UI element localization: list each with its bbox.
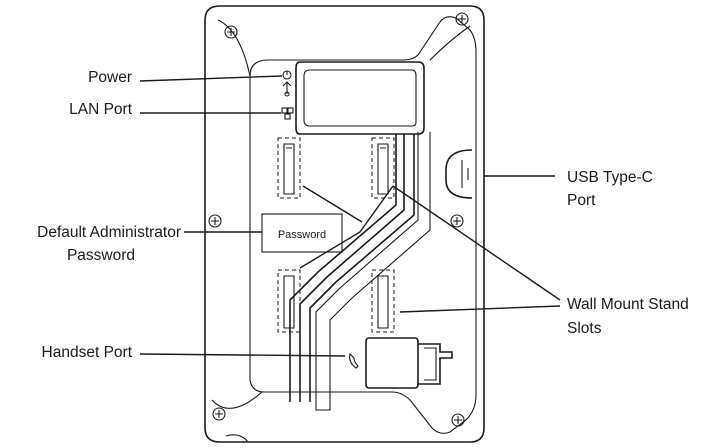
handset-port (365, 337, 453, 389)
password-sticker-text: Password (278, 229, 326, 241)
power-label: Power (88, 69, 132, 86)
default-admin-password-label-line2: Password (67, 247, 135, 264)
top-connector-area (295, 61, 425, 135)
handset-port-label: Handset Port (42, 344, 133, 361)
power-icon (282, 70, 292, 80)
usb-type-c-label-line2: Port (567, 192, 596, 209)
default-admin-password-label-line1: Default Administrator (37, 224, 181, 241)
password-sticker: Password (261, 213, 343, 253)
cable-channel (289, 132, 431, 411)
usb-type-c-port (445, 149, 473, 199)
lan-port-icon (281, 107, 294, 120)
usb-type-c-label-line1: USB Type-C (567, 169, 653, 186)
leader-lines (139, 75, 561, 357)
usb-icon (282, 81, 292, 97)
wall-mount-slots (277, 137, 395, 333)
handset-icon (349, 352, 359, 369)
screw-icon (208, 12, 469, 427)
phone-body (204, 5, 485, 443)
wall-mount-label-line2: Slots (567, 320, 602, 337)
lan-port-label: LAN Port (69, 101, 133, 118)
wall-mount-label-line1: Wall Mount Stand (567, 296, 689, 313)
